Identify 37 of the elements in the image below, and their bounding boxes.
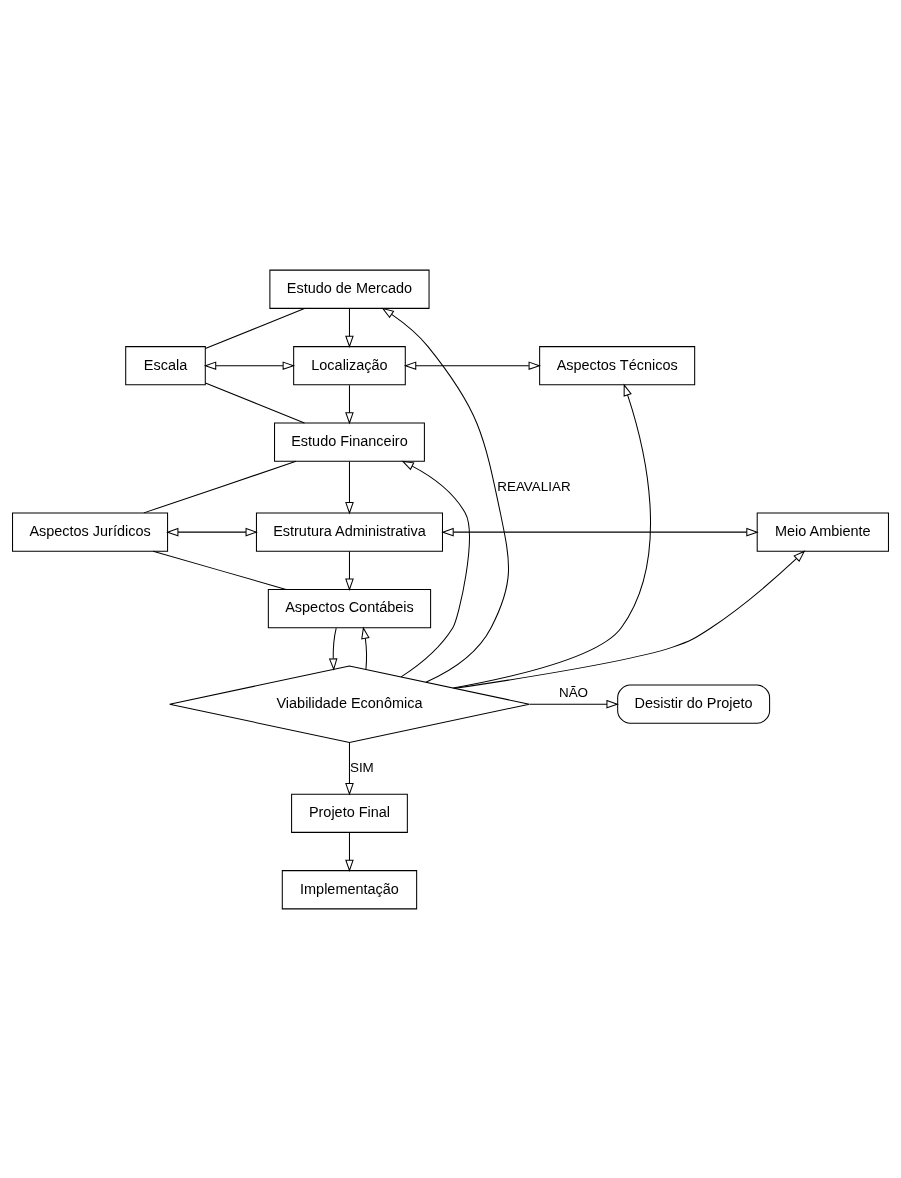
arrow <box>452 383 652 688</box>
arrow <box>529 699 619 709</box>
arrow <box>328 627 338 671</box>
node-box: Estudo Financeiro <box>274 422 425 462</box>
arrow <box>345 741 354 795</box>
arrow <box>400 460 470 677</box>
node-box: Estudo de Mercado <box>269 269 430 309</box>
arrow <box>361 626 370 670</box>
node-box: Escala <box>125 345 206 385</box>
edge-label: SIM <box>349 759 374 775</box>
node-box: Aspectos Jurídicos <box>12 512 169 552</box>
node-box: Aspectos Técnicos <box>539 345 696 385</box>
connector <box>152 550 287 590</box>
edge-label: NÃO <box>558 684 589 700</box>
node-box: Aspectos Contábeis <box>267 588 432 628</box>
arrow <box>381 307 509 683</box>
arrow <box>441 527 759 536</box>
arrow <box>345 307 354 348</box>
arrow <box>166 527 258 536</box>
edge-label: REAVALIAR <box>497 478 571 494</box>
node-box: Localização <box>293 345 406 385</box>
node-box: Implementação <box>281 869 418 909</box>
node-diamond: Viabilidade Econômica <box>169 664 530 743</box>
node-box: Estrutura Administrativa <box>255 512 443 552</box>
node-box: Desistir do Projeto <box>617 684 771 724</box>
arrow <box>454 549 806 689</box>
arrow <box>403 360 541 370</box>
connector <box>204 381 305 423</box>
arrow <box>345 460 354 514</box>
node-box: Projeto Final <box>291 793 408 833</box>
arrow <box>345 384 354 425</box>
arrow <box>203 360 296 370</box>
connector <box>143 460 297 513</box>
node-box: Meio Ambiente <box>756 512 889 552</box>
arrow <box>345 550 354 591</box>
connector <box>204 307 305 349</box>
arrow <box>345 831 354 872</box>
